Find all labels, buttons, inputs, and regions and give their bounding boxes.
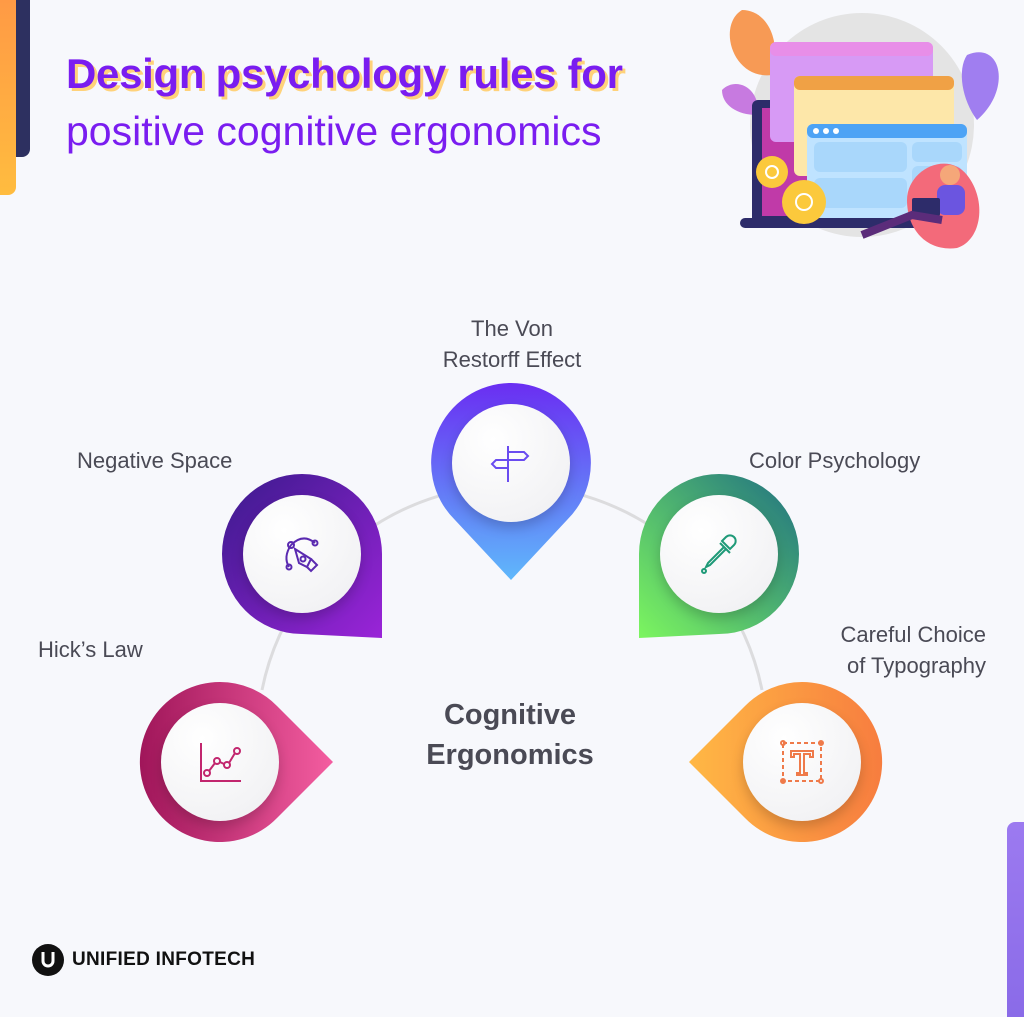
text-box-icon (780, 740, 824, 784)
brand-logo: UNIFIED INFOTECH (32, 944, 255, 976)
decorative-bar-navy (16, 0, 30, 157)
pin-inner-circle (743, 703, 861, 821)
pin-inner-circle (452, 404, 570, 522)
label-hicks-law: Hick’s Law (38, 637, 143, 662)
label-color-psychology: Color Psychology (749, 448, 921, 473)
line-chart-icon (200, 743, 241, 782)
decorative-bar-violet (1007, 822, 1024, 1017)
eyedropper-icon (701, 534, 737, 574)
title-line-2: positive cognitive ergonomics (66, 108, 602, 154)
center-title-line: Cognitive (443, 699, 577, 731)
label-negative-space: Negative Space (77, 448, 233, 473)
unified-infotech-logo-icon (32, 944, 64, 976)
label-line: of Typography (846, 653, 986, 678)
decorative-bar-orange (0, 0, 16, 195)
center-title: Cognitive Ergonomics (380, 695, 640, 775)
pin-inner-circle (660, 495, 778, 613)
browser-windows-illustration (712, 0, 1012, 260)
label-von-restorff: The Von Restorff Effect (429, 313, 595, 375)
label-typography: Careful Choice of Typography (806, 619, 986, 681)
label-line: The Von (471, 316, 553, 341)
signpost-icon (490, 446, 530, 482)
title-line-1: Design psychology rules for (66, 50, 623, 97)
pin-color-psychology[interactable] (637, 474, 799, 638)
label-line: Careful Choice (840, 622, 986, 647)
pin-typography[interactable] (686, 681, 883, 842)
pin-inner-circle (161, 703, 279, 821)
label-line: Restorff Effect (442, 347, 582, 372)
center-title-line: Ergonomics (426, 739, 594, 771)
pen-tool-icon (285, 537, 319, 573)
pin-von-restorff[interactable] (431, 383, 591, 583)
pin-negative-space[interactable] (222, 474, 384, 638)
brand-name: UNIFIED INFOTECH (72, 949, 256, 970)
pin-inner-circle (243, 495, 361, 613)
pin-hicks-law[interactable] (139, 681, 336, 842)
